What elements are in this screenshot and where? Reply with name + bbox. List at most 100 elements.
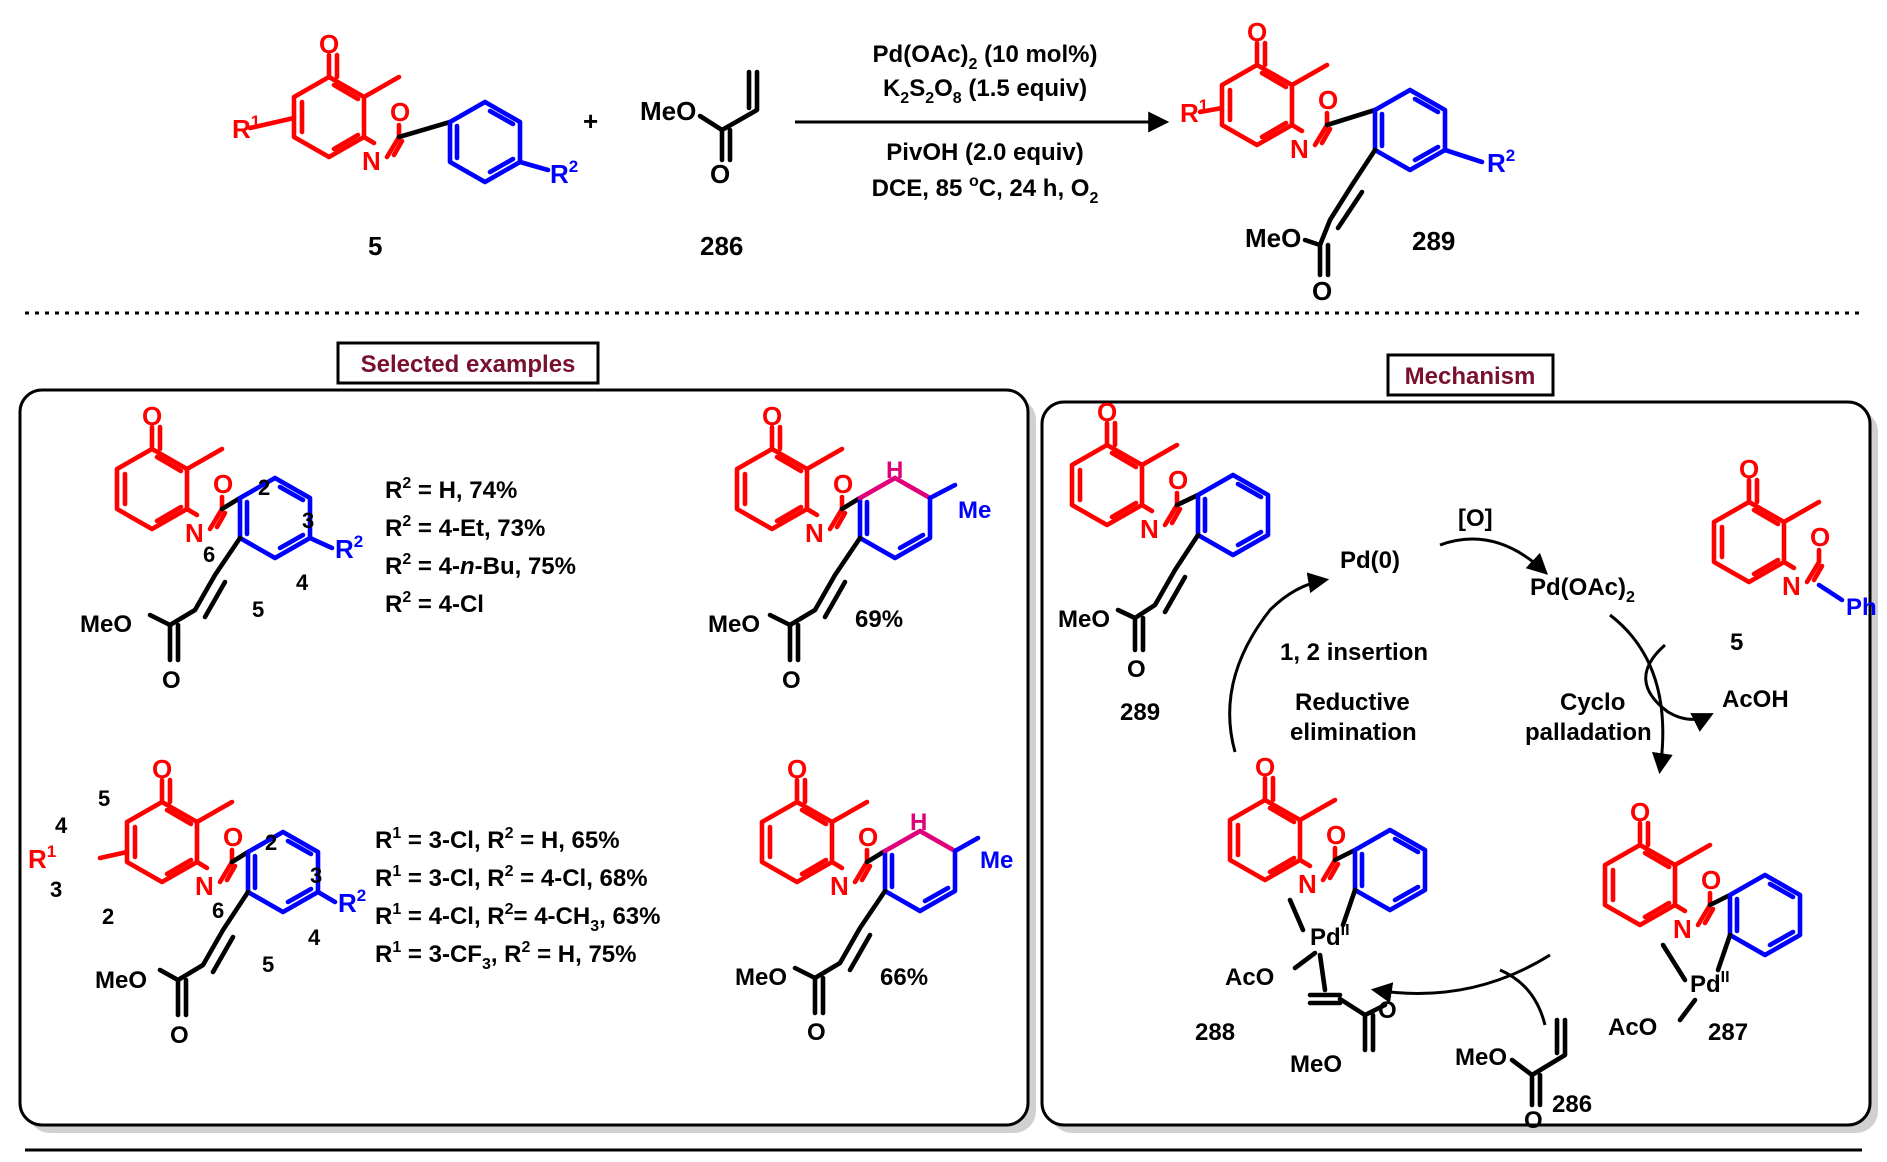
svg-text:O: O bbox=[1312, 276, 1332, 306]
svg-text:R1 = 4-Cl, R2= 4-CH3, 63%: R1 = 4-Cl, R2= 4-CH3, 63% bbox=[375, 901, 660, 935]
svg-text:R2 = H, 74%: R2 = H, 74% bbox=[385, 475, 517, 504]
pd0-label: Pd(0) bbox=[1340, 547, 1400, 574]
pdoac-label: Pd(OAc)2 bbox=[1530, 574, 1635, 606]
example-structure-3: R2 R1 5 4 3 2 MeO O 2 3 4 5 6 bbox=[28, 754, 366, 1049]
reductive-label-2: elimination bbox=[1290, 719, 1417, 746]
svg-text:286: 286 bbox=[1552, 1091, 1592, 1118]
svg-text:R2 = 4-Cl: R2 = 4-Cl bbox=[385, 589, 484, 618]
example-3-results: R1 = 3-Cl, R2 = H, 65% R1 = 3-Cl, R2 = 4… bbox=[375, 825, 660, 973]
svg-text:O: O bbox=[1378, 997, 1397, 1024]
condition-oxidant: K2S2O8 (1.5 equiv) bbox=[883, 75, 1087, 107]
acrylate-286: MeO O 286 bbox=[640, 69, 760, 261]
yield-66: 66% bbox=[880, 964, 928, 991]
svg-text:R2: R2 bbox=[338, 886, 366, 918]
svg-text:288: 288 bbox=[1195, 1019, 1235, 1046]
arrow-acoh bbox=[1644, 643, 1714, 732]
reductive-label-1: Reductive bbox=[1295, 689, 1410, 716]
svg-text:R1 = 3-Cl, R2 = 4-Cl, 68%: R1 = 3-Cl, R2 = 4-Cl, 68% bbox=[375, 863, 648, 892]
svg-text:O: O bbox=[782, 667, 801, 694]
condition-additive: PivOH (2.0 equiv) bbox=[886, 139, 1083, 166]
svg-text:O: O bbox=[807, 1019, 826, 1046]
arrow-oxidation bbox=[1439, 537, 1549, 575]
reaction-arrow: Pd(OAc)2 (10 mol%) K2S2O8 (1.5 equiv) Pi… bbox=[795, 41, 1170, 207]
svg-text:2: 2 bbox=[102, 904, 114, 929]
mech-compound-288: PdII AcO O MeO 288 bbox=[1195, 752, 1425, 1078]
svg-text:PdII: PdII bbox=[1310, 922, 1350, 951]
r2-label: R2 bbox=[550, 157, 578, 189]
svg-text:Ph: Ph bbox=[1846, 594, 1877, 621]
svg-text:6: 6 bbox=[212, 898, 224, 923]
arrow-reductive-elimination bbox=[1228, 572, 1330, 753]
svg-text:R1 = 3-Cl, R2 = H, 65%: R1 = 3-Cl, R2 = H, 65% bbox=[375, 825, 620, 854]
r1-label: R1 bbox=[232, 112, 260, 144]
svg-text:H: H bbox=[910, 809, 927, 836]
svg-text:MeO: MeO bbox=[1290, 1051, 1342, 1078]
svg-text:Me: Me bbox=[958, 497, 991, 524]
svg-text:Me: Me bbox=[980, 847, 1013, 874]
svg-text:289: 289 bbox=[1120, 699, 1160, 726]
svg-text:O: O bbox=[1127, 656, 1146, 683]
compound-label-286: 286 bbox=[700, 231, 743, 261]
svg-text:3: 3 bbox=[302, 508, 314, 533]
svg-text:MeO: MeO bbox=[735, 964, 787, 991]
svg-text:PdII: PdII bbox=[1690, 969, 1730, 998]
svg-text:R2 = 4-Et, 73%: R2 = 4-Et, 73% bbox=[385, 513, 545, 542]
svg-text:R1 = 3-CF3, R2 = H, 75%: R1 = 3-CF3, R2 = H, 75% bbox=[375, 939, 636, 973]
svg-text:R2: R2 bbox=[1487, 146, 1515, 178]
mechanism-header: Mechanism bbox=[1386, 353, 1555, 397]
svg-text:5: 5 bbox=[252, 597, 264, 622]
reactant-5: R1 R2 5 bbox=[232, 29, 578, 261]
example-structure-1: R2 MeO O 2 3 4 5 6 bbox=[80, 401, 363, 694]
examples-panel bbox=[18, 388, 1030, 1127]
svg-text:Selected examples: Selected examples bbox=[361, 351, 576, 378]
svg-text:5: 5 bbox=[98, 786, 110, 811]
mechanism-panel bbox=[1040, 400, 1872, 1127]
svg-text:2: 2 bbox=[265, 830, 277, 855]
svg-text:O: O bbox=[1524, 1107, 1543, 1134]
arrow-cyclopalladation bbox=[1609, 613, 1673, 775]
svg-text:287: 287 bbox=[1708, 1019, 1748, 1046]
svg-text:4: 4 bbox=[55, 813, 68, 838]
svg-text:3: 3 bbox=[310, 863, 322, 888]
product-289: R1 R2 MeO O 289 bbox=[1180, 17, 1515, 306]
svg-text:H: H bbox=[886, 457, 903, 484]
svg-text:MeO: MeO bbox=[1455, 1044, 1507, 1071]
svg-text:R1: R1 bbox=[1180, 96, 1208, 128]
mech-compound-287: PdII AcO 287 bbox=[1605, 797, 1800, 1046]
example-structure-4: Me H MeO O 66% bbox=[735, 754, 1013, 1046]
svg-text:AcO: AcO bbox=[1608, 1014, 1657, 1041]
arrow-acrylate-entry bbox=[1499, 968, 1547, 1026]
acoh-label: AcOH bbox=[1722, 686, 1789, 713]
svg-text:MeO: MeO bbox=[95, 967, 147, 994]
yield-69: 69% bbox=[855, 606, 903, 633]
svg-text:5: 5 bbox=[1730, 629, 1743, 656]
condition-catalyst: Pd(OAc)2 (10 mol%) bbox=[873, 41, 1098, 73]
cyclo-label-2: palladation bbox=[1525, 719, 1652, 746]
mech-acrylate-286: MeO O 286 bbox=[1455, 1017, 1592, 1134]
svg-text:MeO: MeO bbox=[1058, 606, 1110, 633]
examples-header: Selected examples bbox=[336, 341, 600, 385]
mech-product-289: MeO O 289 bbox=[1058, 397, 1268, 726]
svg-text:O: O bbox=[162, 667, 181, 694]
svg-text:4: 4 bbox=[308, 925, 321, 950]
svg-text:MeO: MeO bbox=[1245, 223, 1301, 253]
oxidant-label: [O] bbox=[1458, 505, 1493, 532]
svg-text:MeO: MeO bbox=[708, 611, 760, 638]
example-structure-2: Me H MeO O 69% bbox=[708, 401, 991, 694]
svg-text:Mechanism: Mechanism bbox=[1405, 363, 1536, 390]
svg-text:MeO: MeO bbox=[640, 96, 696, 126]
plus-sign: + bbox=[583, 106, 598, 136]
svg-text:O: O bbox=[710, 159, 730, 189]
svg-text:R2: R2 bbox=[335, 532, 363, 564]
arrow-insertion bbox=[1370, 953, 1551, 1003]
insertion-label: 1, 2 insertion bbox=[1280, 639, 1428, 666]
compound-label-5: 5 bbox=[368, 231, 382, 261]
svg-text:5: 5 bbox=[262, 952, 274, 977]
mech-compound-5: Ph 5 bbox=[1714, 454, 1877, 656]
compound-label-289: 289 bbox=[1412, 226, 1455, 256]
example-1-results: R2 = H, 74% R2 = 4-Et, 73% R2 = 4-n-Bu, … bbox=[385, 475, 576, 618]
svg-text:MeO: MeO bbox=[80, 611, 132, 638]
cyclo-label-1: Cyclo bbox=[1560, 689, 1625, 716]
svg-text:R1: R1 bbox=[28, 842, 56, 874]
